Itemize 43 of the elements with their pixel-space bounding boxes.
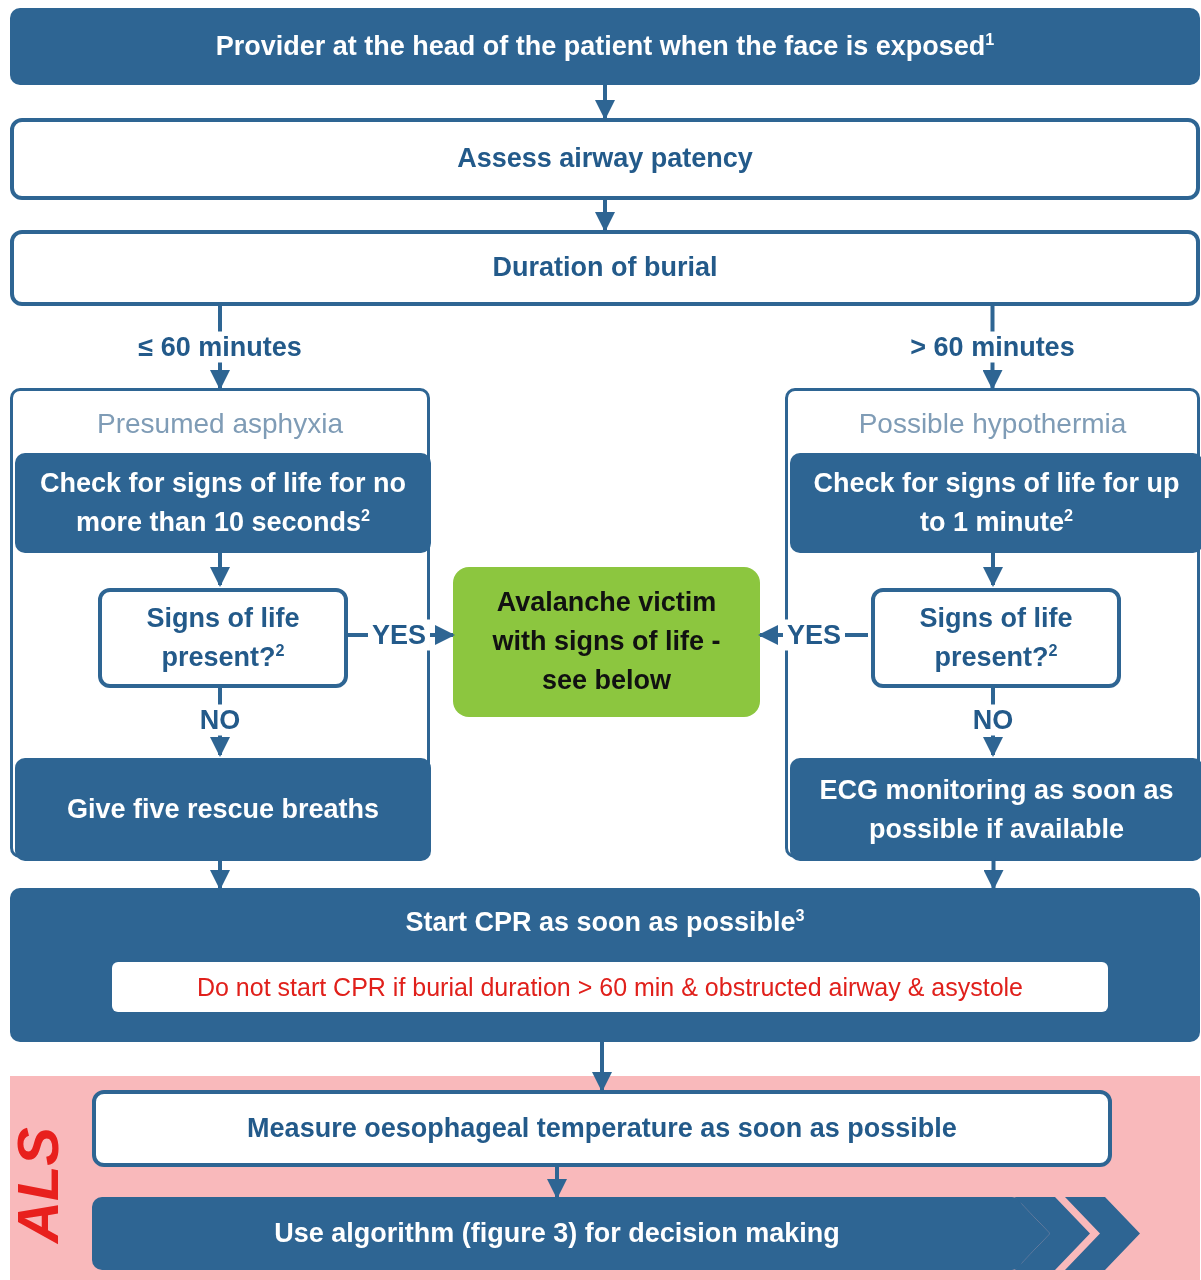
step-text: Measure oesophageal temperature as soon as possible <box>246 1111 958 1145</box>
arrow <box>983 550 1003 587</box>
process-panel <box>10 888 1200 1042</box>
process-box <box>15 758 431 861</box>
step-text: Check for signs of life for no more than 10 seconds$^{2}$ <box>39 466 407 539</box>
step-text: Duration of burial <box>491 251 719 285</box>
process-box <box>790 453 1201 553</box>
arrow <box>595 200 615 232</box>
arrow <box>210 858 230 890</box>
warning-box <box>112 962 1108 1012</box>
outcome-text: Avalanche victim with signs of life - see below <box>491 586 722 698</box>
branch-panel <box>785 388 1200 858</box>
panel-title: Presumed asphyxia <box>96 407 344 441</box>
step-text: ECG monitoring as soon as possible if available <box>818 773 1175 846</box>
outcome-box <box>453 567 760 717</box>
process-box <box>10 230 1200 306</box>
als-label: ALS <box>9 1127 67 1243</box>
arrow <box>595 85 615 120</box>
warning-text: Do not start CPR if burial duration > 60 min & obstructed airway & asystole <box>195 972 1025 1002</box>
step-text: Give five rescue breaths <box>65 792 381 826</box>
process-box <box>10 8 1200 85</box>
step-text: Check for signs of life for up to 1 minute$^{2}$ <box>812 466 1181 539</box>
step-text: Provider at the head of the patient when the face is exposed$^{1}$ <box>214 28 996 63</box>
arrow <box>547 1167 567 1199</box>
arrow <box>210 550 230 587</box>
step-text: Signs of life present?$^{2}$ <box>145 601 301 674</box>
edge-label: YES <box>368 619 430 651</box>
edge-label: YES <box>783 619 845 651</box>
step-text: Use algorithm (figure 3) for decision making <box>273 1216 841 1250</box>
arrow <box>983 858 1004 890</box>
process-box <box>10 118 1200 200</box>
branch-panel <box>10 388 430 858</box>
panel-title: Possible hypothermia <box>857 407 1128 441</box>
als-band <box>10 1076 1200 1280</box>
process-box <box>92 1090 1112 1167</box>
process-box <box>871 588 1121 688</box>
process-box <box>98 588 348 688</box>
step-text: Start CPR as soon as possible$^{3}$ <box>404 905 806 939</box>
arrow <box>592 1042 612 1092</box>
step-text: Signs of life present?$^{2}$ <box>918 601 1074 674</box>
process-box <box>15 453 431 553</box>
process-box <box>790 758 1201 861</box>
step-text: Assess airway patency <box>456 142 754 176</box>
